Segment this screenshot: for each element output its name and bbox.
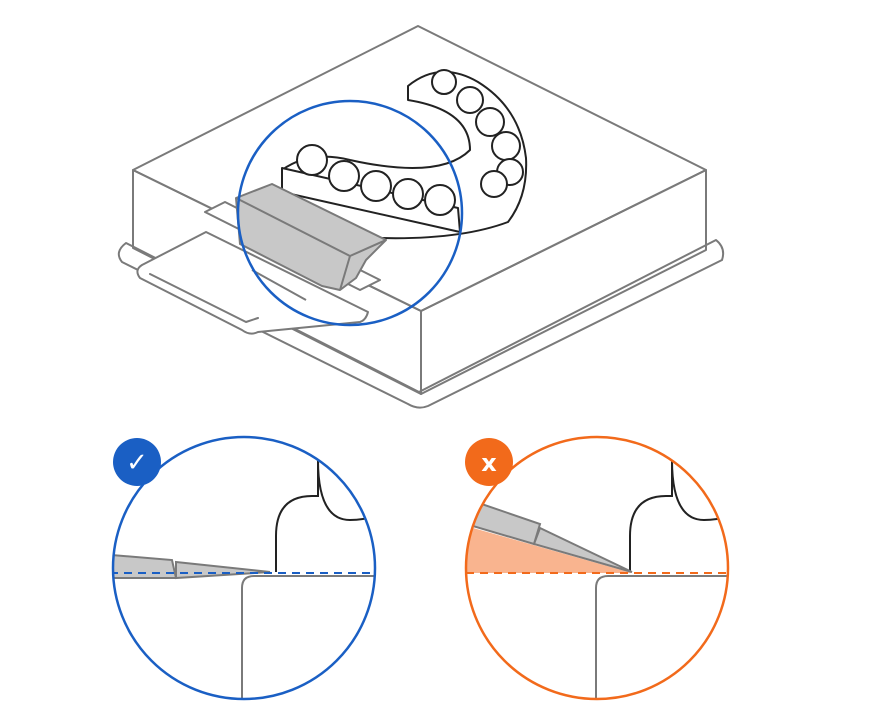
block-right-face (420, 169, 707, 395)
trimming-tool (235, 183, 387, 301)
detail-magnifier-circle (236, 99, 464, 327)
incorrect-detail-circle (464, 435, 730, 701)
dental-model (281, 69, 528, 240)
base-edge (241, 575, 375, 699)
incorrect-badge: x (465, 438, 513, 486)
tooth (491, 131, 521, 161)
correct-detail: ✓ (111, 435, 377, 701)
incorrect-detail: x (464, 435, 730, 701)
cross-icon: x (481, 449, 497, 477)
checkmark-icon: ✓ (126, 448, 148, 478)
correct-detail-circle (111, 435, 377, 701)
correct-badge: ✓ (113, 438, 161, 486)
tooth (424, 184, 456, 216)
tooth (480, 170, 508, 198)
base-plate (117, 239, 725, 409)
tooth (392, 178, 424, 210)
tooth (328, 160, 360, 192)
tooth (456, 86, 484, 114)
tooth (360, 170, 392, 202)
tooth (296, 144, 328, 176)
tooth (475, 107, 505, 137)
tooth (431, 69, 457, 95)
gap-highlight (466, 526, 632, 573)
tray-tongue (136, 231, 369, 335)
base-edge (595, 575, 728, 699)
